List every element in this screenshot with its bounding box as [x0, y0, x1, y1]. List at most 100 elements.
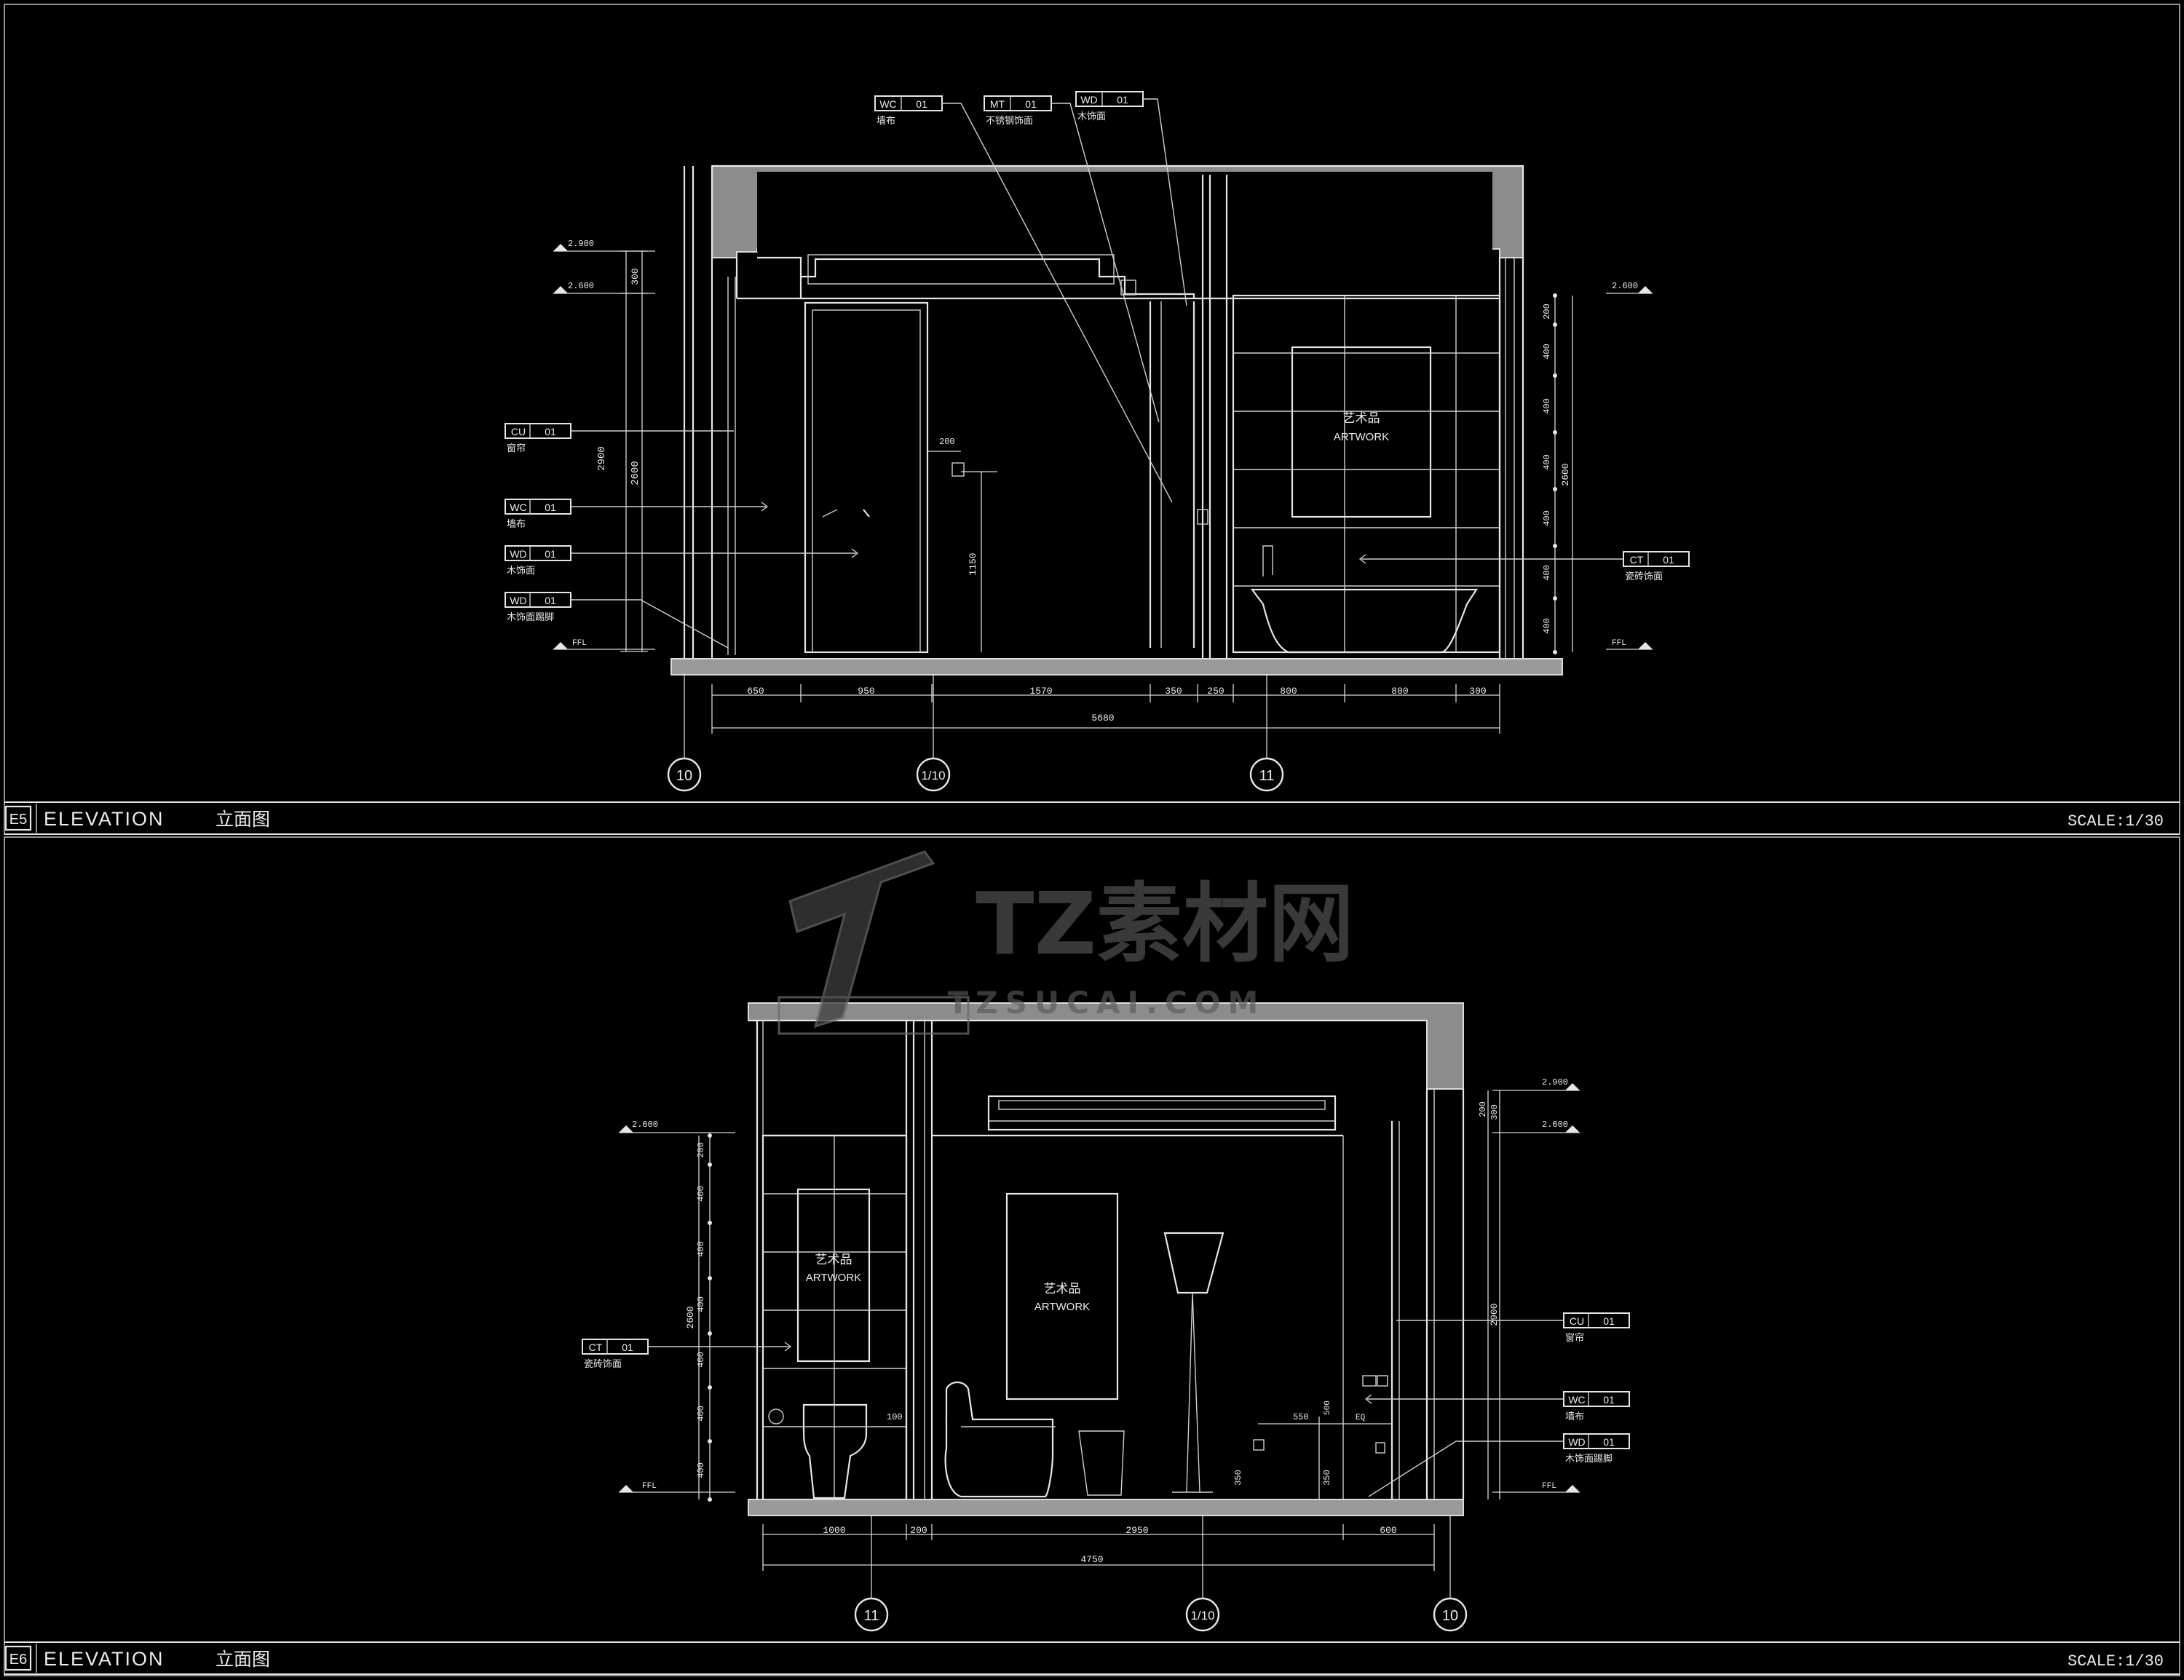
e6-sheet-id-box	[4, 1645, 32, 1671]
e5-rtag-ct-code: CT	[1630, 554, 1644, 566]
e6-rtag-wc-num: 01	[1603, 1394, 1615, 1406]
e6-sheet-id: E6	[9, 1652, 27, 1668]
e5-switch	[951, 462, 965, 477]
e6-dim-l-0: 200	[696, 1142, 706, 1158]
e5-dim-r-3: 400	[1542, 454, 1552, 470]
e6-dim-l-3: 400	[696, 1296, 706, 1312]
e5-artwork-en: ARTWORK	[1334, 431, 1389, 443]
e5-level-260: 2.600	[568, 281, 594, 291]
e6-frame	[4, 836, 2180, 1676]
e6-artwork-small	[796, 1188, 871, 1363]
e6-grid-10	[1433, 1597, 1468, 1632]
e5-ttag-wc-code: WC	[879, 98, 896, 110]
e5-artwork	[1291, 346, 1432, 518]
e6-artwork-large-cn: 艺术品	[1044, 1282, 1081, 1296]
e6-ltag-ct-num: 01	[622, 1342, 633, 1353]
e6-level-260-r: 2.600	[1542, 1120, 1568, 1130]
e6-rtag-cu-code: CU	[1570, 1315, 1584, 1327]
e6-dim-l-4: 400	[696, 1352, 706, 1368]
e6-ltag-ct-desc: 瓷砖饰面	[584, 1358, 622, 1369]
e5-dim-b-0: 650	[747, 686, 764, 697]
e6-dim-l-2: 400	[696, 1241, 706, 1257]
e6-dim-total: 4750	[1080, 1554, 1103, 1565]
e6-rtag-cu-num: 01	[1603, 1315, 1615, 1327]
e5-dim-l-300: 300	[630, 268, 641, 285]
e6-dim-l-1: 400	[696, 1186, 706, 1202]
e6-right-tags: CU 01 窗帘 WC 01 墙布 WD 01 木饰面踢脚	[1364, 1312, 1630, 1497]
e6-rtag-wc-code: WC	[1568, 1394, 1585, 1406]
e5-sheet-id-box	[4, 805, 32, 831]
e5-tag-cu-desc: 窗帘	[507, 443, 526, 453]
e6-grid-11	[854, 1597, 889, 1632]
e5-left-tags: CU 01 窗帘 WC 01 墙布 WD 01 木饰面 WD 01 木饰面踢脚	[505, 423, 859, 649]
e5-ttag-mt-desc: 不锈钢饰面	[986, 115, 1033, 126]
e5-dim-b-5: 800	[1280, 686, 1297, 697]
e5-grid-11	[1249, 757, 1284, 792]
e6-artwork-small-cn: 艺术品	[815, 1253, 852, 1267]
e6-ceiling-trough	[987, 1095, 1337, 1131]
e6-left-tags: CT 01 瓷砖饰面	[582, 1339, 792, 1369]
e5-tag-cu-code: CU	[511, 426, 526, 437]
e6-level-ffl-r: FFL	[1542, 1482, 1556, 1491]
e5-dim-1150: 1150	[968, 552, 978, 575]
e5-tag-wd-num: 01	[545, 548, 556, 560]
e5-door	[804, 301, 929, 654]
e5-dim-r-0: 200	[1542, 304, 1552, 320]
e5-dim-b-6: 800	[1391, 686, 1408, 697]
e6-dim-eq1: EQ	[1356, 1414, 1366, 1422]
e6-dim-350b: 350	[1322, 1470, 1332, 1486]
e6-artwork-large	[1005, 1192, 1119, 1400]
e5-ttag-wd-code: WD	[1080, 94, 1097, 106]
elevation-e5: 艺术品 ARTWORK 2.900 2.600 FFL 2.600 FFL	[4, 4, 2180, 835]
watermark: TZ素材网 TZSUCAI.COM	[778, 850, 1354, 1035]
e5-scale: SCALE:1/30	[2068, 812, 2164, 831]
e6-dim-500: 500	[1324, 1400, 1332, 1415]
e6-toilet	[802, 1403, 868, 1499]
e6-level-290-r: 2.900	[1542, 1077, 1568, 1087]
e6-grid-1-10	[1185, 1597, 1220, 1632]
e6-rtag-wd-desc: 木饰面踢脚	[1565, 1453, 1613, 1464]
e5-title-cn: 立面图	[215, 809, 270, 830]
e5-bathroom-wall	[1232, 294, 1501, 654]
e6-rtag-cu-desc: 窗帘	[1565, 1332, 1584, 1343]
e5-ttag-wc-num: 01	[916, 98, 927, 110]
e5-dim-l-2600: 2600	[630, 461, 641, 486]
e5-tag-wdb-num: 01	[545, 595, 556, 606]
e6-dim-l-6: 400	[696, 1462, 706, 1478]
e5-dim-200: 200	[939, 437, 955, 447]
watermark-url: TZSUCAI.COM	[948, 985, 1266, 1021]
e6-dim-r-1: 300	[1489, 1104, 1500, 1120]
e6-dim-100: 100	[887, 1412, 903, 1422]
e5-tag-wc-num: 01	[545, 502, 556, 513]
e5-frame	[4, 4, 2180, 835]
e5-tag-wd-code: WD	[510, 548, 526, 560]
e5-level-ffl-r: FFL	[1612, 639, 1626, 648]
e5-dim-l-2900: 2900	[596, 446, 608, 471]
e6-grid-1-10-label: 1/10	[1190, 1609, 1214, 1622]
e5-tag-wdb-code: WD	[510, 595, 526, 606]
e5-dim-r-2: 400	[1542, 398, 1552, 414]
e6-ltag-ct-code: CT	[589, 1342, 603, 1353]
e5-level-260-r: 2.600	[1612, 281, 1638, 291]
e6-floor-lamp	[1163, 1232, 1224, 1294]
e5-dim-r-total: 2600	[1560, 463, 1571, 486]
e5-level-ffl: FFL	[572, 639, 587, 648]
e5-sheet-id: E5	[9, 812, 27, 828]
e6-floor	[748, 1499, 1464, 1516]
e5-tag-wc-code: WC	[510, 502, 526, 513]
e5-tag-wc-desc: 墙布	[507, 518, 526, 529]
watermark-brand: TZ素材网	[976, 873, 1354, 974]
e5-grid-11-label: 11	[1259, 768, 1275, 784]
e5-tag-wdb-desc: 木饰面踢脚	[507, 611, 554, 622]
e6-artwork-large-en: ARTWORK	[1034, 1301, 1090, 1313]
e6-level-ffl: FFL	[642, 1482, 657, 1491]
e5-ttag-mt-num: 01	[1025, 98, 1037, 110]
e5-dim-r-5: 400	[1542, 565, 1552, 581]
e5-tag-wd-desc: 木饰面	[507, 565, 535, 576]
e6-dim-b-0: 1000	[823, 1525, 845, 1536]
elevation-e6: 艺术品 ARTWORK 艺术品 ARTWORK	[4, 836, 2180, 1676]
e5-dim-r-1: 400	[1542, 344, 1552, 360]
e5-floor	[670, 658, 1563, 675]
e5-dim-b-3: 350	[1165, 686, 1182, 697]
